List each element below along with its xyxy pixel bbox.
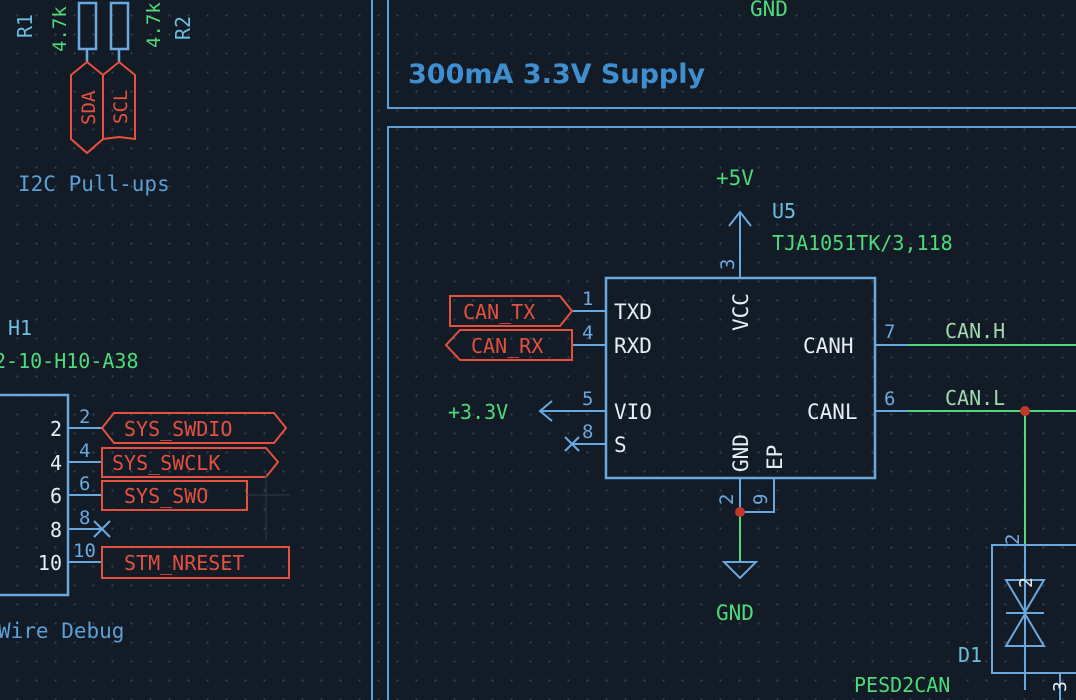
plus5v-power-label: +5V	[716, 166, 754, 190]
supply-block-frame	[387, 0, 1076, 109]
can-tx-label-shape[interactable]	[449, 295, 574, 327]
gnd-power-label: GND	[716, 601, 754, 625]
vcc-pin-name: VCC	[729, 293, 753, 331]
can-rx-label: CAN_RX	[471, 334, 543, 358]
h1-pin-4-num: 4	[79, 440, 90, 462]
r1-value: 4.7k	[49, 6, 71, 52]
sys-swclk-label: SYS_SWCLK	[112, 451, 220, 475]
r1-ref: R1	[13, 14, 37, 38]
h1-pin-2-num: 2	[79, 406, 90, 428]
i2c-pullups: R1 4.7k 4.7k R2 SDA SCL I2C Pull-ups	[13, 2, 195, 196]
canl-net-label: CAN.L	[945, 386, 1005, 410]
stm-nreset-label-shape[interactable]	[101, 546, 290, 579]
u5-ref: U5	[772, 199, 796, 223]
u5-value: TJA1051TK/3,118	[772, 231, 953, 255]
canh-pin-name: CANH	[803, 334, 854, 358]
gnd-pin-name: GND	[729, 434, 753, 472]
h1-pin-8-inner: 8	[50, 518, 62, 542]
ep-pin-lead	[740, 478, 775, 513]
sda-label-text: SDA	[78, 90, 100, 125]
r1-body[interactable]	[77, 1, 98, 51]
d1-value: PESD2CAN	[854, 673, 950, 697]
sys-swdio-label: SYS_SWDIO	[124, 417, 232, 441]
r2-value: 4.7k	[143, 2, 165, 48]
d1-diode-upper	[1004, 579, 1046, 614]
debug-note: Wire Debug	[0, 619, 124, 643]
d1-pin-b-inner: 3	[1050, 681, 1071, 692]
supply-section-title: 300mA 3.3V Supply	[408, 59, 705, 90]
d1-pin-a-inner: 2	[1016, 577, 1037, 588]
can-rx-label-shape[interactable]	[444, 329, 573, 361]
i2c-note: I2C Pull-ups	[18, 172, 170, 196]
rxd-pin-name: RXD	[614, 334, 652, 358]
can-block-frame	[387, 126, 1076, 700]
sys-swdio-label-shape[interactable]	[100, 412, 288, 444]
txd-pin-name: TXD	[614, 300, 652, 324]
d1-diode-lower	[1004, 612, 1046, 647]
d1-pin-a-outer: 2	[1002, 534, 1024, 545]
pin8-noconnect-b	[93, 520, 111, 538]
vio-pin-name: VIO	[614, 400, 652, 424]
plus3v3-arrow[interactable]	[538, 400, 553, 422]
canl-pin-num: 6	[884, 388, 895, 410]
gnd-pin-num: 2	[716, 494, 738, 505]
s-noconnect-b	[564, 436, 580, 452]
vio-pin-num: 5	[582, 388, 593, 410]
sys-swclk-label-shape[interactable]	[101, 447, 280, 478]
debug-header: H1 2-10-H10-A38 2 4 6 8 10 2 4 6 8 10	[0, 316, 290, 643]
h1-ref: H1	[8, 316, 32, 340]
h1-pin-6-inner: 6	[50, 484, 62, 508]
s-pin-num: 8	[582, 421, 593, 443]
h1-pin-2-inner: 2	[50, 417, 62, 441]
canh-pin-num: 7	[884, 321, 895, 343]
gnd-symbol[interactable]	[721, 561, 759, 580]
sys-swo-label: SYS_SWO	[124, 484, 208, 508]
ep-pin-name: EP	[763, 445, 787, 470]
stm-nreset-label: STM_NRESET	[124, 551, 244, 575]
ep-pin-num: 9	[750, 494, 772, 505]
txd-pin-num: 1	[582, 288, 593, 310]
r2-body[interactable]	[109, 1, 130, 51]
h1-pin-10-inner: 10	[38, 551, 62, 575]
can-tx-label: CAN_TX	[463, 300, 535, 324]
canl-junction	[1020, 406, 1030, 416]
h1-pin-8-num: 8	[79, 507, 90, 529]
top-gnd-label: GND	[750, 0, 788, 21]
sys-swo-label-shape[interactable]	[101, 480, 248, 511]
h1-pin-10-num: 10	[73, 540, 96, 562]
d1-ref: D1	[958, 643, 982, 667]
can-transceiver: +5V U5 TJA1051TK/3,118 3 +3.3V 1 4 5 8 T	[444, 166, 1076, 625]
scl-global-label[interactable]	[102, 60, 136, 141]
h1-pin-4-inner: 4	[50, 451, 62, 475]
h1-pin-6-num: 6	[79, 473, 90, 495]
r2-ref: R2	[171, 16, 195, 40]
s-pin-name: S	[614, 433, 627, 457]
gnd-junction	[735, 507, 745, 517]
vcc-pin-num: 3	[717, 259, 739, 270]
canl-pin-name: CANL	[807, 400, 858, 424]
scl-label-text: SCL	[110, 90, 132, 124]
plus3v3-power-label: +3.3V	[448, 400, 508, 424]
canh-net-label: CAN.H	[945, 319, 1005, 343]
h1-value: 2-10-H10-A38	[0, 349, 139, 373]
tvs-diode: 2 2 3 D1 PESD2CAN	[854, 534, 1076, 700]
sheet-frames	[371, 0, 1076, 700]
rxd-pin-num: 4	[582, 322, 593, 344]
d1-body[interactable]	[991, 544, 1076, 674]
